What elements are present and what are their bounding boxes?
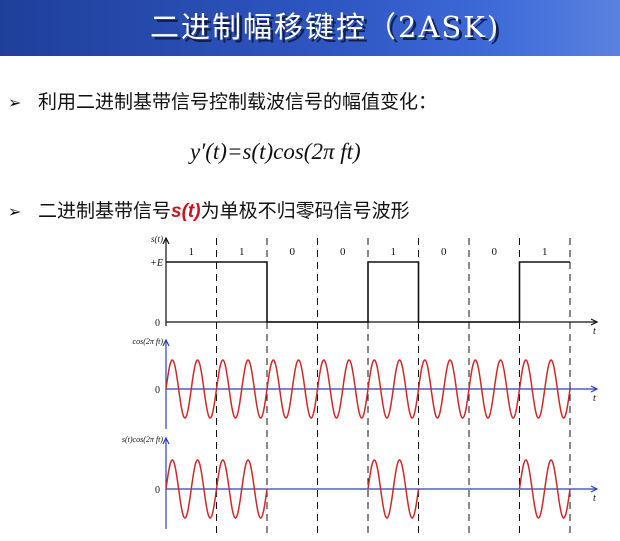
x-axis-label: t bbox=[593, 393, 596, 404]
bullet-2-highlight: s(t) bbox=[171, 201, 201, 222]
carrier-waveform bbox=[165, 359, 571, 419]
x-axis-label: t bbox=[593, 493, 596, 504]
y-axis-label: s(t) bbox=[151, 234, 163, 244]
title-bar: 二进制幅移键控（2ASK) bbox=[0, 0, 620, 56]
bit-label: 1 bbox=[189, 246, 195, 258]
y-axis-arrow-icon bbox=[162, 338, 170, 347]
bit-label: 0 bbox=[290, 246, 296, 258]
zero-tick-label: 0 bbox=[155, 485, 160, 496]
x-axis-arrow-icon bbox=[590, 385, 599, 393]
bit-label: 0 bbox=[340, 246, 346, 258]
ask-formula: y′(t)=s(t)cos(2π ft) bbox=[190, 139, 361, 164]
x-axis-label: t bbox=[593, 326, 596, 337]
level-label: +E bbox=[150, 258, 163, 269]
x-axis-arrow-icon bbox=[590, 485, 599, 493]
slide-title: 二进制幅移键控（2ASK) bbox=[150, 10, 501, 44]
bullet-2-text-before: 二进制基带信号 bbox=[38, 200, 172, 222]
bullet-arrow-icon: ➢ bbox=[8, 202, 22, 221]
zero-tick-label: 0 bbox=[155, 318, 160, 329]
bit-label: 1 bbox=[391, 246, 397, 258]
bit-label: 1 bbox=[542, 246, 548, 258]
bullet-1: ➢ 利用二进制基带信号控制载波信号的幅值变化： bbox=[8, 88, 437, 116]
bullet-2-text-after: 为单极不归零码信号波形 bbox=[200, 200, 410, 222]
y-axis-label: cos(2π ft) bbox=[133, 337, 164, 346]
y-axis-label: s(t)cos(2π ft) bbox=[122, 435, 163, 444]
bit-label: 0 bbox=[441, 246, 447, 258]
zero-tick-label: 0 bbox=[155, 385, 160, 396]
x-axis-arrow-icon bbox=[590, 318, 599, 326]
y-axis-arrow-icon bbox=[162, 436, 170, 445]
y-axis-arrow-icon bbox=[162, 236, 170, 245]
bit-label: 0 bbox=[492, 246, 498, 258]
bit-label: 1 bbox=[239, 246, 245, 258]
bullet-arrow-icon: ➢ bbox=[8, 93, 22, 112]
bullet-1-text: 利用二进制基带信号控制载波信号的幅值变化： bbox=[38, 91, 438, 113]
bullet-2: ➢ 二进制基带信号s(t)为单极不归零码信号波形 bbox=[8, 197, 410, 225]
modulated-waveform bbox=[165, 459, 571, 519]
baseband-waveform bbox=[166, 261, 570, 323]
